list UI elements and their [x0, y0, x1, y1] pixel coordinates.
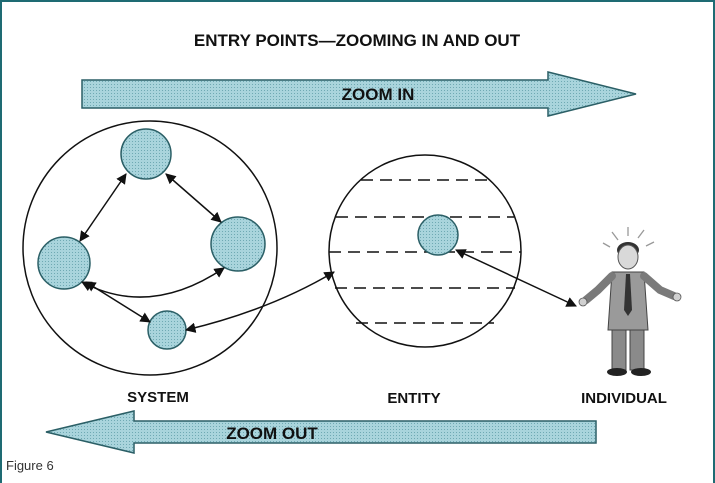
system-node-right: [210, 216, 266, 272]
system-circle: [22, 120, 278, 376]
system-label: SYSTEM: [127, 389, 189, 406]
zoom-diagram: ENTRY POINTS—ZOOMING IN AND OUT ZOOM IN: [22, 31, 682, 454]
entity-label: ENTITY: [387, 390, 440, 407]
system-node-bottom: [147, 310, 187, 350]
system-entity-connector: [184, 271, 335, 333]
zoom-out-arrow: ZOOM OUT: [45, 410, 597, 454]
individual-figure: [578, 227, 682, 376]
zoom-in-label: ZOOM IN: [342, 85, 415, 104]
system-connections: [79, 173, 225, 323]
zoom-in-arrow: ZOOM IN: [81, 71, 637, 117]
system-node-left: [37, 236, 91, 290]
figure-caption: Figure 6: [6, 458, 54, 473]
system-node-top: [120, 128, 172, 180]
individual-label: INDIVIDUAL: [581, 390, 667, 407]
entity-individual-connector: [455, 249, 577, 307]
entity-node: [417, 214, 459, 256]
diagram-title: ENTRY POINTS—ZOOMING IN AND OUT: [194, 31, 521, 50]
zoom-out-label: ZOOM OUT: [226, 424, 318, 443]
